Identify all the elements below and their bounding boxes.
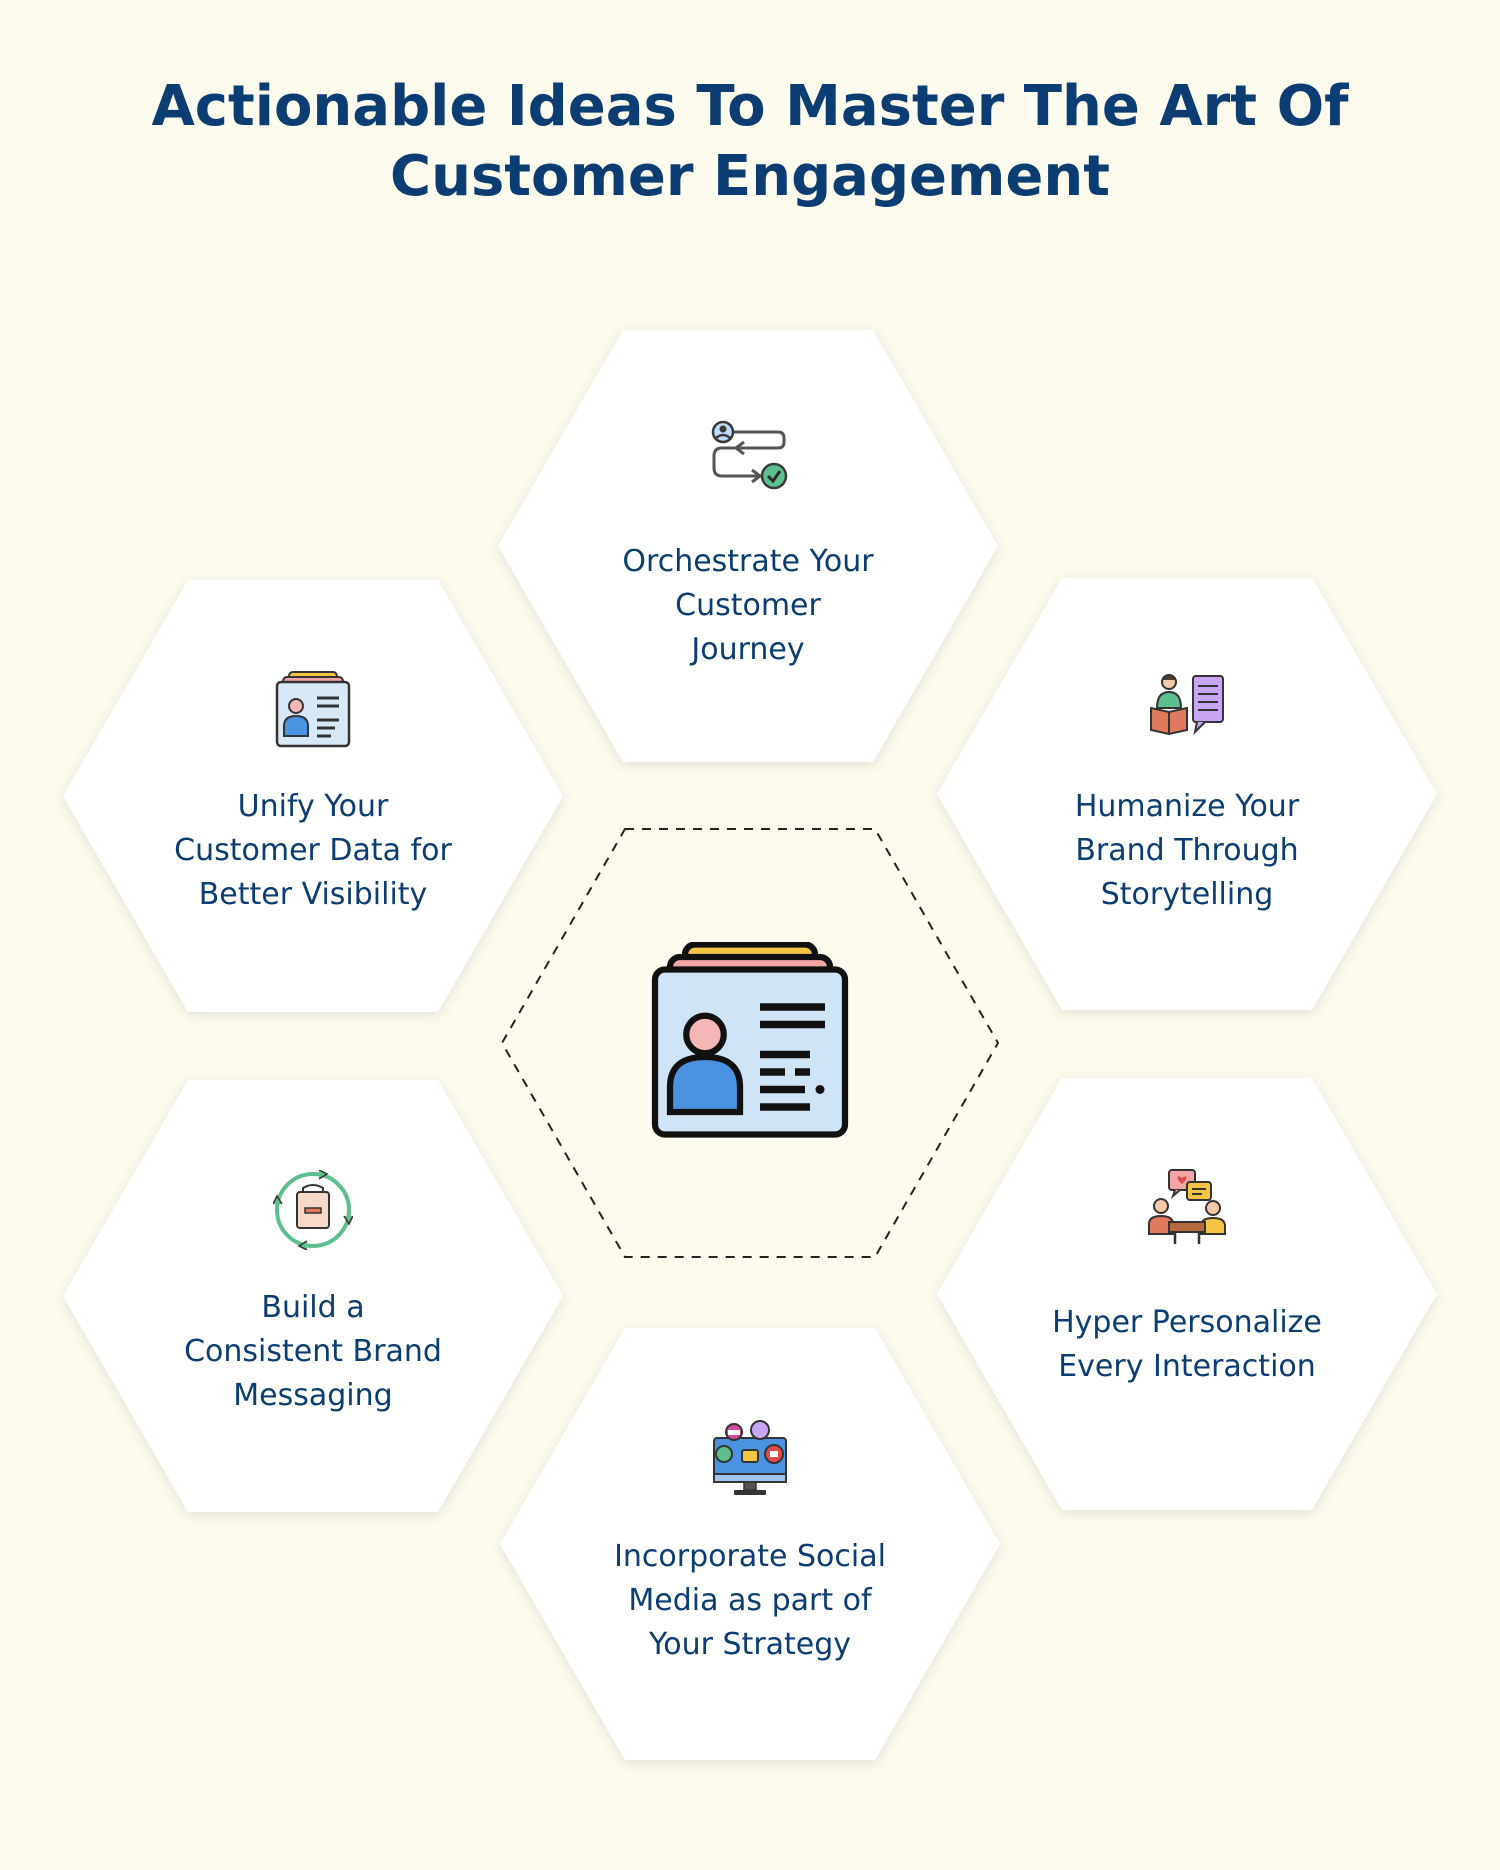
hex-label: Build a Consistent Brand Messaging (158, 1286, 468, 1418)
customer-journey-icon (711, 420, 788, 490)
label-line: Unify Your (237, 789, 389, 824)
hex-label: Humanize Your Brand Through Storytelling (1032, 785, 1342, 917)
hex-orchestrate-journey: Orchestrate Your Customer Journey (498, 330, 998, 762)
page-title: Actionable Ideas To Master The Art Of Cu… (0, 72, 1500, 212)
social-media-monitor-icon (713, 1420, 787, 1495)
hex-unify-data: Unify Your Customer Data for Better Visi… (63, 580, 563, 1012)
label-line: Better Visibility (198, 877, 428, 912)
center-hex (500, 827, 1000, 1259)
label-line: Build a (261, 1290, 365, 1325)
hex-humanize-brand: Humanize Your Brand Through Storytelling (937, 578, 1437, 1010)
hex-brand-messaging: Build a Consistent Brand Messaging (63, 1080, 563, 1512)
customer-profile-card-icon (651, 942, 849, 1138)
label-line: Every Interaction (1058, 1349, 1316, 1384)
label-line: Hyper Personalize (1052, 1305, 1322, 1340)
label-line: Journey (691, 632, 805, 667)
label-line: Customer Data for (174, 833, 452, 868)
hex-social-media: Incorporate Social Media as part of Your… (500, 1328, 1000, 1760)
label-line: Orchestrate Your (622, 544, 874, 579)
label-line: Storytelling (1100, 877, 1274, 912)
personalized-interaction-icon (1148, 1169, 1226, 1244)
label-line: Incorporate Social (614, 1539, 886, 1574)
label-line: Messaging (233, 1378, 393, 1413)
title-line-2: Customer Engagement (389, 144, 1110, 209)
hex-label: Unify Your Customer Data for Better Visi… (158, 785, 468, 917)
hex-hyper-personalize: Hyper Personalize Every Interaction (937, 1078, 1437, 1510)
label-line: Media as part of (628, 1583, 872, 1618)
hex-label: Orchestrate Your Customer Journey (593, 540, 903, 672)
brand-cycle-icon (273, 1170, 353, 1250)
hex-label: Incorporate Social Media as part of Your… (595, 1535, 905, 1667)
label-line: Humanize Your (1074, 789, 1300, 824)
storytelling-icon (1150, 674, 1224, 736)
hex-shape (937, 1078, 1437, 1510)
title-line-1: Actionable Ideas To Master The Art Of (151, 74, 1349, 139)
label-line: Brand Through (1075, 833, 1299, 868)
label-line: Customer (675, 588, 821, 623)
hex-label: Hyper Personalize Every Interaction (1032, 1301, 1342, 1389)
label-line: Consistent Brand (184, 1334, 442, 1369)
label-line: Your Strategy (648, 1627, 852, 1662)
id-card-icon (275, 671, 351, 748)
